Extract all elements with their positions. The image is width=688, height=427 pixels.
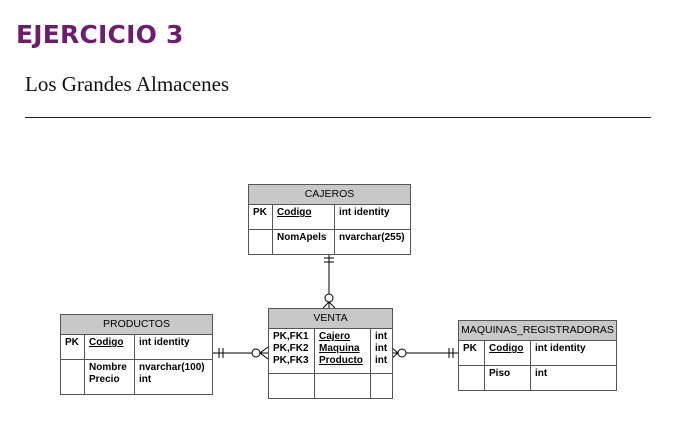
entity-title: CAJEROS bbox=[249, 185, 410, 205]
key-label bbox=[249, 230, 273, 254]
field-types: nvarchar(100) int bbox=[135, 360, 212, 394]
field-type: int bbox=[375, 331, 388, 342]
key-label bbox=[269, 374, 315, 398]
pk-row: PK Codigo int identity bbox=[249, 205, 410, 230]
exercise-title: EJERCICIO 3 bbox=[16, 20, 184, 49]
entity-title: VENTA bbox=[269, 309, 392, 329]
key-label bbox=[459, 366, 485, 390]
rel-cajeros-venta bbox=[322, 249, 336, 309]
field-type: int bbox=[139, 374, 152, 385]
attr-row: Piso int bbox=[459, 366, 616, 390]
field-name: Cajero bbox=[319, 331, 351, 342]
field-type: int identity bbox=[339, 207, 390, 218]
field-name: Codigo bbox=[485, 341, 531, 365]
pk-row: PK Codigo int identity bbox=[61, 335, 212, 360]
field-type: int bbox=[375, 343, 388, 354]
rel-maquinas-venta bbox=[390, 346, 458, 360]
attr-row: Nombre Precio nvarchar(100) int bbox=[61, 360, 212, 394]
entity-productos: PRODUCTOS PK Codigo int identity Nombre … bbox=[60, 314, 213, 395]
entity-title: PRODUCTOS bbox=[61, 315, 212, 335]
field-names: Cajero Maquina Producto bbox=[315, 329, 371, 373]
field-types: int int int bbox=[371, 329, 392, 373]
field-name: Codigo bbox=[85, 335, 135, 359]
key-label: PK bbox=[249, 205, 273, 229]
field-type: nvarchar(255) bbox=[339, 232, 405, 243]
entity-cajeros: CAJEROS PK Codigo int identity NomApels … bbox=[248, 184, 411, 255]
field-name: Codigo bbox=[273, 205, 335, 229]
horizontal-rule bbox=[25, 117, 651, 118]
entity-title: MAQUINAS_REGISTRADORAS bbox=[459, 321, 616, 341]
field-name bbox=[315, 374, 371, 398]
field-name: Piso bbox=[485, 366, 531, 390]
field-type: int identity bbox=[535, 343, 586, 354]
field-name: Maquina bbox=[319, 343, 360, 354]
field-name: Nombre bbox=[89, 362, 127, 373]
attr-row bbox=[269, 374, 392, 398]
key-label: PK bbox=[459, 341, 485, 365]
key-label: PK,FK1 bbox=[273, 331, 309, 342]
key-label: PK bbox=[61, 335, 85, 359]
field-type: int identity bbox=[139, 337, 190, 348]
entity-maquinas-registradoras: MAQUINAS_REGISTRADORAS PK Codigo int ide… bbox=[458, 320, 617, 391]
field-name: Precio bbox=[89, 374, 120, 385]
key-label: PK,FK2 bbox=[273, 343, 309, 354]
page-subtitle: Los Grandes Almacenes bbox=[25, 72, 230, 96]
entity-venta: VENTA PK,FK1 PK,FK2 PK,FK3 Cajero Maquin… bbox=[268, 308, 393, 399]
field-type: int bbox=[535, 368, 548, 379]
field-name: NomApels bbox=[273, 230, 335, 254]
field-name: Producto bbox=[319, 355, 363, 366]
attr-row: NomApels nvarchar(255) bbox=[249, 230, 410, 254]
key-labels: PK,FK1 PK,FK2 PK,FK3 bbox=[269, 329, 315, 373]
field-type: int bbox=[375, 355, 388, 366]
field-type bbox=[371, 374, 392, 398]
rel-productos-venta bbox=[211, 346, 269, 360]
key-label: PK,FK3 bbox=[273, 355, 309, 366]
key-label bbox=[61, 360, 85, 394]
field-names: Nombre Precio bbox=[85, 360, 135, 394]
field-type: nvarchar(100) bbox=[139, 362, 205, 373]
pk-row: PK,FK1 PK,FK2 PK,FK3 Cajero Maquina Prod… bbox=[269, 329, 392, 374]
pk-row: PK Codigo int identity bbox=[459, 341, 616, 366]
